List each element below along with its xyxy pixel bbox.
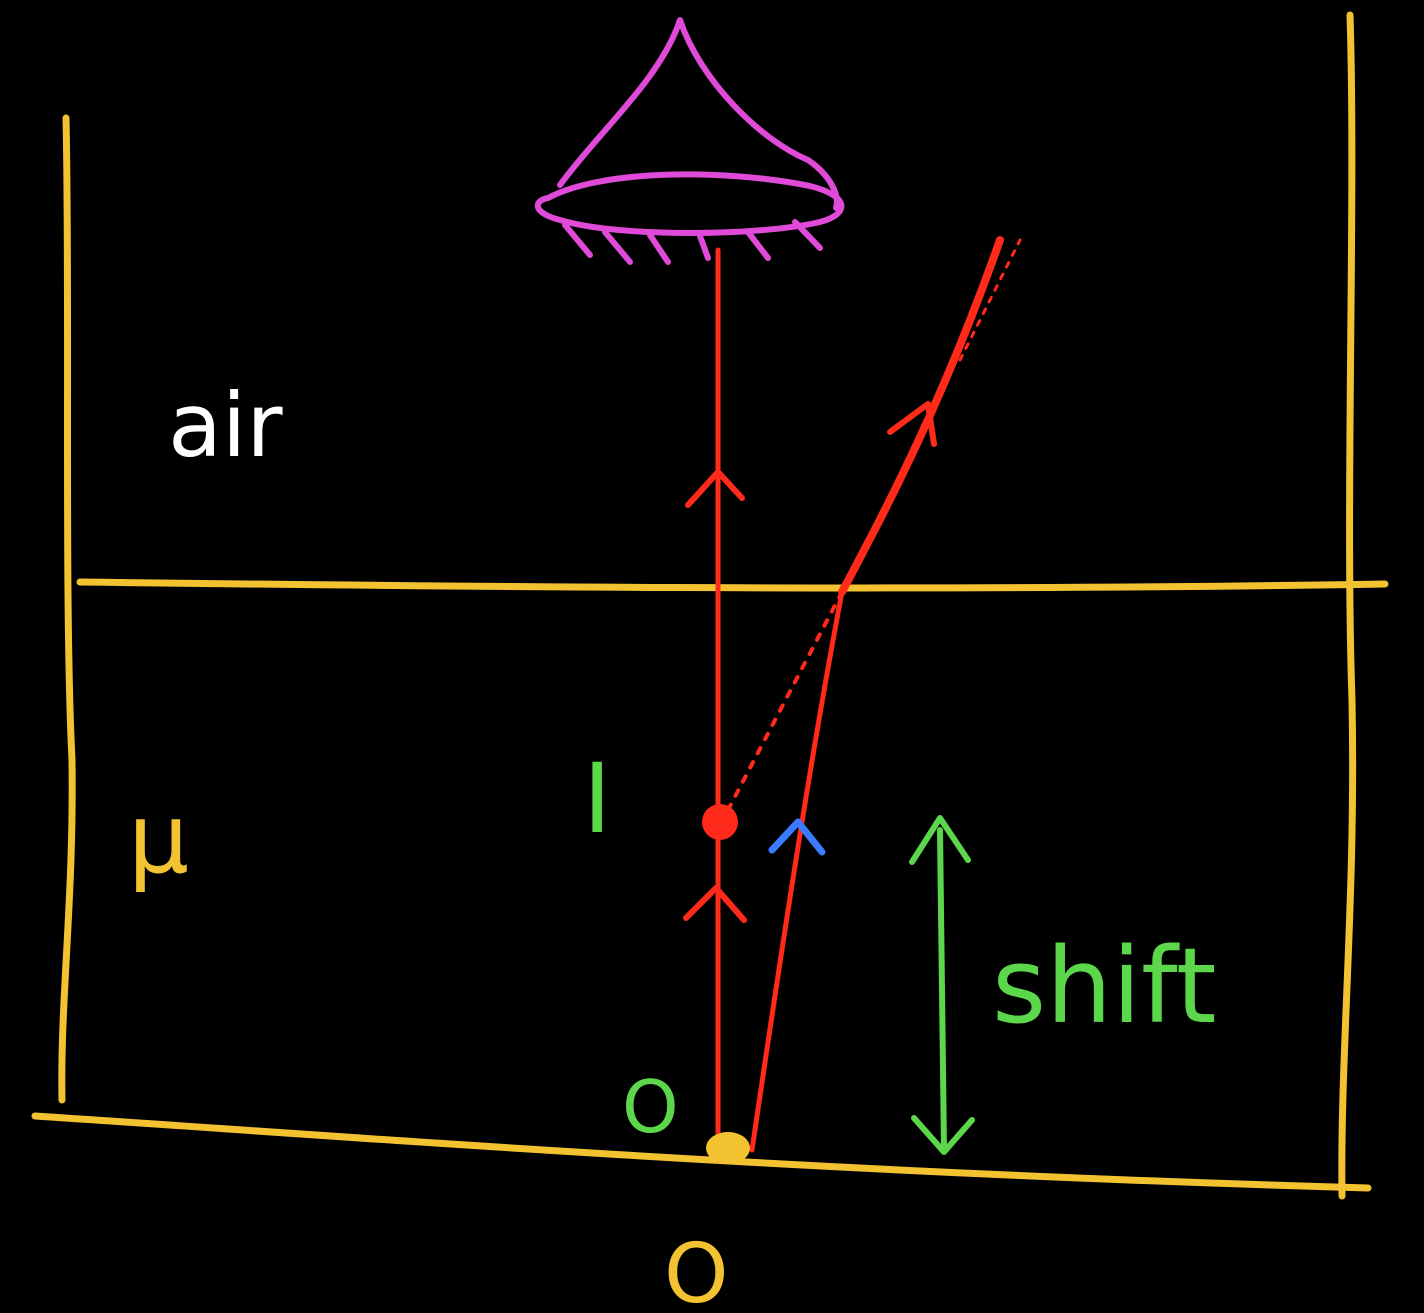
extended-ray-dotted-air bbox=[958, 238, 1022, 362]
mu-label: μ bbox=[128, 783, 189, 895]
shift-arrow bbox=[909, 815, 975, 1155]
image-point bbox=[702, 804, 738, 840]
container-bottom bbox=[31, 1112, 1372, 1192]
container bbox=[31, 11, 1389, 1200]
object-label-below: O bbox=[664, 1227, 729, 1313]
image-label: I bbox=[583, 743, 611, 855]
ray-arrowhead bbox=[887, 401, 937, 447]
right-wall bbox=[1338, 11, 1357, 1200]
ray-arrowhead bbox=[683, 885, 747, 923]
ray-arrowhead bbox=[685, 469, 745, 508]
object-dot bbox=[706, 1132, 750, 1164]
refracted-ray-in-liquid bbox=[749, 589, 845, 1153]
object-label: O bbox=[622, 1065, 679, 1149]
shift-label: shift bbox=[992, 925, 1217, 1047]
rays bbox=[683, 236, 1022, 1163]
air-liquid-interface bbox=[76, 578, 1389, 592]
air-label: air bbox=[168, 374, 283, 477]
refracted-ray-in-air bbox=[838, 236, 1004, 596]
extended-ray-dotted bbox=[726, 590, 844, 812]
eye-icon bbox=[534, 17, 845, 265]
left-wall bbox=[58, 114, 76, 1104]
blue-arrowhead bbox=[768, 818, 826, 856]
